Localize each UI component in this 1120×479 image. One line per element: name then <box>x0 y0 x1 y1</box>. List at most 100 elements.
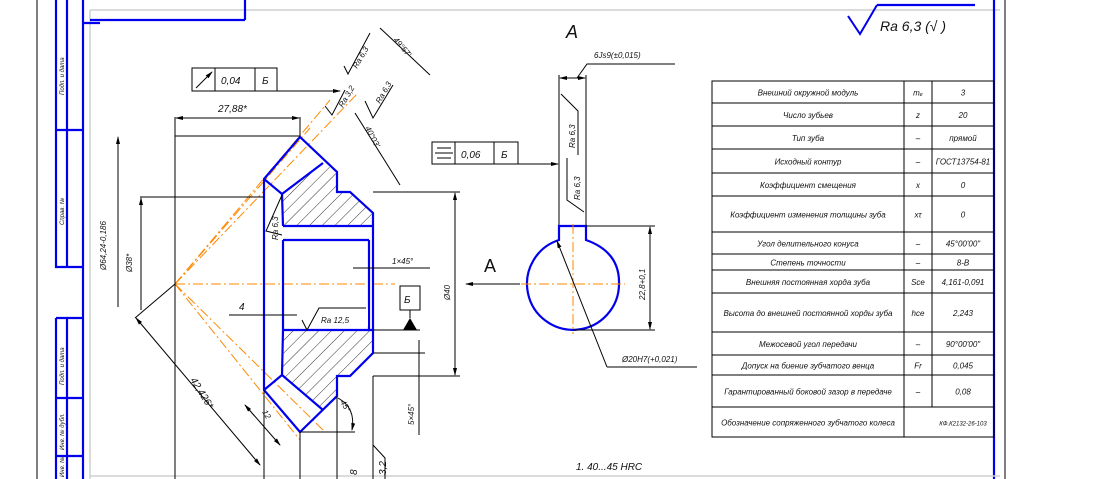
parameter-name: Межосевой угол передачи <box>759 340 858 349</box>
svg-text:27,88*: 27,88* <box>217 104 248 115</box>
parameter-name: Исходный контур <box>775 158 842 167</box>
mating-gear-designation: КФ.К2132-26-103 <box>939 422 987 428</box>
table-row: Тип зуба – прямой <box>792 134 977 143</box>
svg-text:Ra 6,3: Ra 6,3 <box>351 45 371 70</box>
general-roughness-symbol: Ra 6,3 (√ ) <box>847 4 946 36</box>
parameter-value: 0,045 <box>953 362 974 371</box>
parameter-value: 45°00'00" <box>946 240 981 249</box>
svg-text:Ra 6,3: Ra 6,3 <box>568 124 577 148</box>
svg-text:0,06: 0,06 <box>461 150 481 161</box>
parameter-name: Внешний окружной модуль <box>758 89 859 98</box>
parameter-value: 8-B <box>957 259 970 268</box>
table-row: Гарантированный боковой зазор в передаче… <box>724 388 971 397</box>
parameter-name: Число зубьев <box>783 111 833 120</box>
parameter-value: 4,161-0,091 <box>942 278 985 287</box>
svg-text:Ra 6,3: Ra 6,3 <box>271 216 280 240</box>
svg-text:Инв. №: Инв. № <box>59 456 66 477</box>
svg-text:42,426*: 42,426* <box>187 376 215 412</box>
symmetry-tolerance-frame: 0,06 Б <box>431 141 559 166</box>
bore-outline <box>281 224 373 332</box>
table-row: Число зубьев z 20 <box>783 111 968 120</box>
svg-text:40°03': 40°03' <box>363 125 382 150</box>
symmetry-icon <box>435 147 453 159</box>
table-row: Допуск на биение зубчатого венца Fr 0,045 <box>741 362 974 371</box>
svg-text:Справ. №: Справ. № <box>59 197 66 225</box>
svg-text:А: А <box>484 256 496 276</box>
svg-text:Подп. и дата: Подп. и дата <box>60 347 66 385</box>
section-a-view: А 6Js9(±0,015) Ra 6,3 Ra 6,3 22,8+0,1 Ø2… <box>431 22 697 473</box>
svg-text:49°57': 49°57' <box>391 36 413 59</box>
svg-text:8: 8 <box>349 469 360 475</box>
svg-text:6Js9(±0,015): 6Js9(±0,015) <box>594 51 641 60</box>
parameter-name: Допуск на биение зубчатого венца <box>741 362 875 371</box>
parameter-name: Коэффициент смещения <box>760 181 857 190</box>
svg-text:Ra 12,5: Ra 12,5 <box>321 316 350 325</box>
svg-text:Инв. № дубл.: Инв. № дубл. <box>59 413 66 450</box>
svg-text:12: 12 <box>260 408 273 421</box>
side-stamp-labels: Подп. и дата Справ. № Подп. и дата Инв. … <box>59 57 66 477</box>
parameter-symbol: – <box>915 340 921 349</box>
parameter-symbol: – <box>915 240 921 249</box>
svg-text:Ra 6,3: Ra 6,3 <box>374 80 394 105</box>
parameter-name: Внешняя постоянная хорда зуба <box>746 278 871 287</box>
parameter-value: 20 <box>958 111 968 120</box>
svg-text:5×45°: 5×45° <box>407 403 416 425</box>
svg-text:3,2: 3,2 <box>378 461 389 475</box>
roughness-check-icon <box>847 4 878 36</box>
parameter-name: Обозначение сопряженного зубчатого колес… <box>721 419 895 428</box>
parameter-name: Угол делительного конуса <box>756 240 859 249</box>
parameter-value: 2,243 <box>952 309 974 318</box>
parameter-name: Коэффициент изменения толщины зуба <box>730 211 886 220</box>
table-row: Угол делительного конуса – 45°00'00" <box>756 240 981 249</box>
parameter-symbol: xτ <box>914 211 923 220</box>
section-label: А <box>565 22 578 42</box>
table-row: Исходный контур – ГОСТ13754-81 <box>775 158 991 167</box>
runout-tolerance-frame: 0,04 Б <box>191 67 341 93</box>
svg-text:Ra 3,2: Ra 3,2 <box>337 84 357 109</box>
svg-text:Ra 6,3 (√ ): Ra 6,3 (√ ) <box>880 18 946 34</box>
svg-text:Ra 6,3: Ra 6,3 <box>573 176 582 200</box>
heat-treatment-note: 1. 40...45 HRC <box>576 462 643 473</box>
parameter-name: Гарантированный боковой зазор в передаче <box>724 388 892 397</box>
parameter-value: 0,08 <box>955 388 971 397</box>
svg-text:Ø20H7(+0,021): Ø20H7(+0,021) <box>621 355 678 364</box>
parameter-symbol: Sce <box>911 278 925 287</box>
parameter-value: 3 <box>961 89 966 98</box>
parameter-symbol: – <box>915 259 921 268</box>
parameter-name: Высота до внешней постоянной хорды зуба <box>723 309 893 318</box>
table-row: Внешняя постоянная хорда зуба Sce 4,161-0,… <box>746 278 984 287</box>
parameter-value: ГОСТ13754-81 <box>936 158 991 167</box>
svg-text:0,04: 0,04 <box>221 76 241 87</box>
parameter-symbol: Fr <box>914 362 922 371</box>
parameter-symbol: – <box>915 158 921 167</box>
runout-arrow-icon <box>195 71 213 89</box>
svg-text:Ø64,24-0,186: Ø64,24-0,186 <box>99 221 108 271</box>
table-row: Коэффициент смещения x 0 <box>760 181 966 190</box>
table-row: Степень точности – 8-B <box>770 259 970 268</box>
parameter-value: 0 <box>961 181 966 190</box>
svg-text:Ø40: Ø40 <box>443 284 452 301</box>
svg-text:Б: Б <box>262 76 269 87</box>
parameter-symbol: – <box>915 134 921 143</box>
parameter-symbol: z <box>915 111 920 120</box>
parameter-symbol: x <box>915 181 921 190</box>
svg-text:22,8+0,1: 22,8+0,1 <box>638 269 647 301</box>
parameter-name: Тип зуба <box>792 134 825 143</box>
parameter-value: 90°00'00" <box>946 340 981 349</box>
parameter-symbol: – <box>915 388 921 397</box>
svg-text:Подп. и дата: Подп. и дата <box>60 57 66 95</box>
parameter-value: 0 <box>961 211 966 220</box>
parameter-name: Степень точности <box>770 259 846 268</box>
table-row: Обозначение сопряженного зубчатого колес… <box>721 419 987 428</box>
svg-text:Ø38*: Ø38* <box>125 253 134 273</box>
svg-text:1×45°: 1×45° <box>392 257 414 266</box>
parameter-value: прямой <box>949 134 977 143</box>
table-row: Межосевой угол передачи – 90°00'00" <box>759 340 981 349</box>
svg-text:4: 4 <box>239 302 245 313</box>
datum-label: Б <box>404 295 411 306</box>
